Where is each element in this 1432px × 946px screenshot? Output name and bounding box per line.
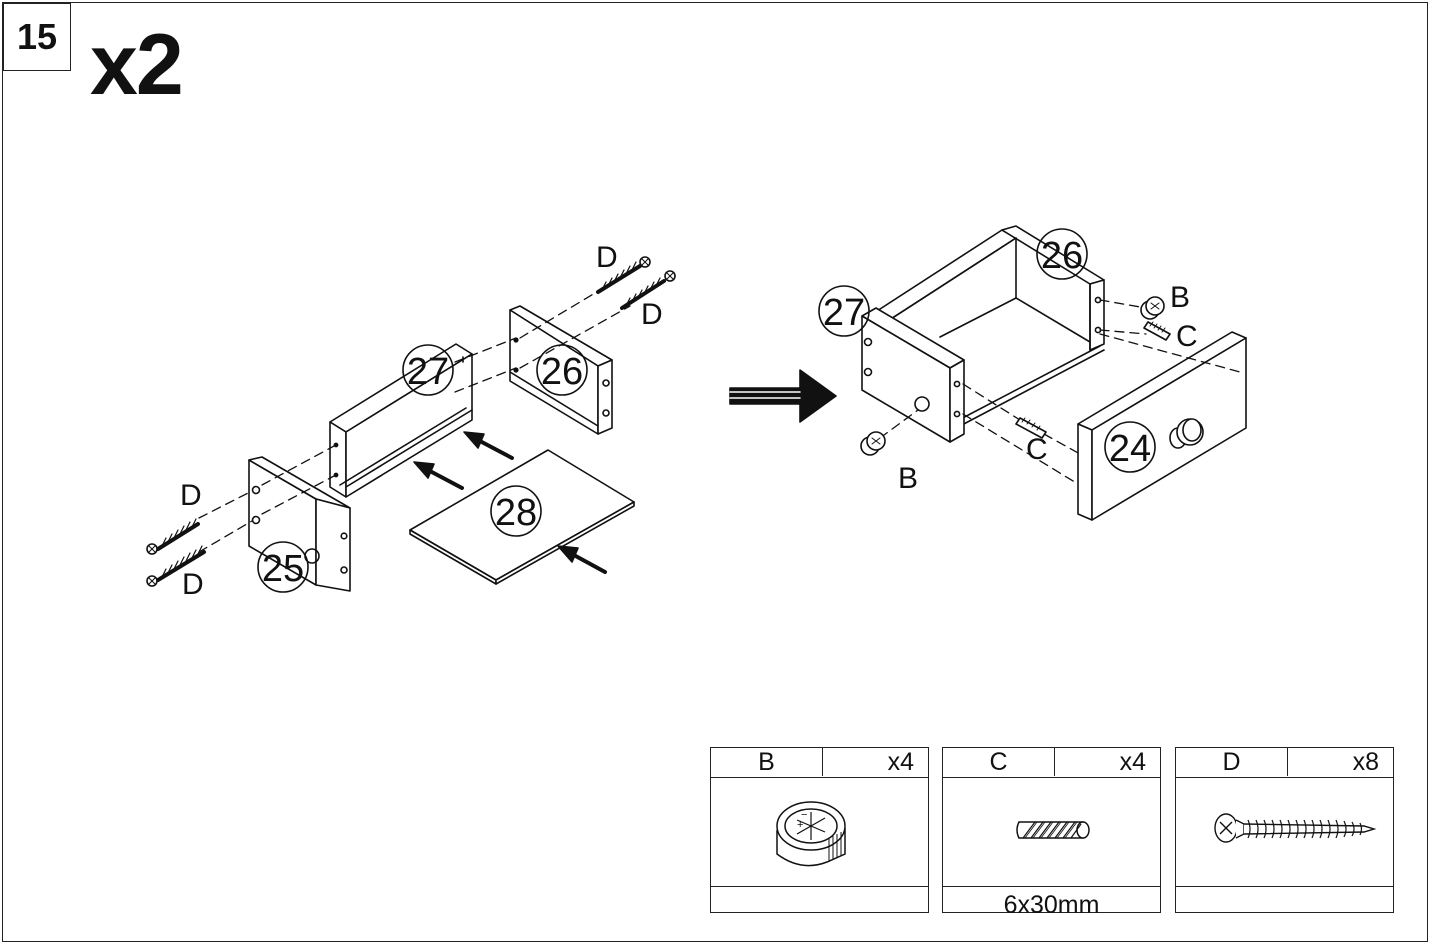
panel-25: [248, 456, 351, 592]
exploded-view: 27 26 25 28 D D D D: [146, 241, 676, 601]
cam-lock-b-upper: [1140, 296, 1165, 320]
dowel-c-lower: [1015, 417, 1047, 439]
hardware-card-header: D x8: [1176, 748, 1393, 778]
label-26-right: 26: [1036, 228, 1088, 280]
svg-text:+: +: [797, 819, 803, 831]
label-24: 24: [1104, 421, 1156, 473]
hardware-card-c: C x4 6x30mm: [942, 747, 1161, 918]
label-b-upper: B: [1170, 281, 1190, 314]
svg-text:27: 27: [823, 292, 865, 334]
label-b-lower: B: [898, 462, 918, 495]
hardware-card-b: B x4 + −: [710, 747, 929, 913]
label-27-left: 27: [402, 344, 454, 396]
wood-screw-icon: [1176, 778, 1393, 886]
wooden-dowel-icon: [943, 778, 1160, 886]
hardware-letter: D: [1176, 748, 1288, 776]
svg-text:24: 24: [1109, 428, 1151, 470]
panel-28: [409, 449, 635, 585]
step-number: 15: [3, 3, 71, 71]
svg-text:26: 26: [541, 351, 583, 393]
screw-d-left-lower: [146, 545, 206, 587]
svg-text:26: 26: [1041, 235, 1083, 277]
label-c-upper: C: [1176, 320, 1198, 353]
hardware-size: 6x30mm: [943, 886, 1160, 918]
assembly-guides-left: [198, 289, 631, 553]
label-d-left-lower: D: [182, 568, 204, 601]
hardware-quantity: x8: [1352, 747, 1379, 776]
label-27-right: 27: [818, 285, 870, 337]
label-d-left-upper: D: [180, 479, 202, 512]
hardware-letter: C: [943, 748, 1055, 776]
svg-text:27: 27: [407, 351, 449, 393]
label-d-right-lower: D: [641, 298, 663, 331]
svg-text:28: 28: [495, 492, 537, 534]
hardware-card-header: B x4: [711, 748, 928, 778]
hardware-quantity: x4: [1119, 747, 1146, 776]
dowel-c-upper: [1143, 321, 1171, 341]
hardware-card-d: D x8: [1175, 747, 1394, 913]
label-c-lower: C: [1026, 433, 1048, 466]
insert-arrows-left: [413, 431, 607, 574]
screw-d-right-lower: [620, 270, 676, 310]
screw-d-right-upper: [596, 256, 651, 294]
panel-27: [329, 343, 473, 498]
label-28: 28: [490, 485, 542, 537]
label-26-left: 26: [536, 344, 588, 396]
cam-lock-icon: + −: [711, 778, 928, 886]
hardware-size: [1176, 886, 1393, 912]
label-25: 25: [257, 541, 309, 593]
hardware-letter: B: [711, 748, 823, 776]
svg-text:−: −: [801, 809, 807, 821]
screw-d-left-upper: [146, 518, 200, 555]
svg-text:25: 25: [262, 548, 304, 590]
panel-26: [509, 305, 613, 435]
hardware-size: [711, 886, 928, 912]
assembled-view: 26 27 24 B C C B: [818, 225, 1247, 521]
hardware-card-header: C x4: [943, 748, 1160, 778]
assembly-guides-right: [879, 299, 1241, 485]
transition-arrow-icon: [729, 369, 837, 423]
hardware-quantity: x4: [887, 747, 914, 776]
cam-lock-b-lower: [860, 431, 886, 456]
label-d-right-upper: D: [596, 241, 618, 274]
step-multiplier: x2: [90, 17, 184, 113]
